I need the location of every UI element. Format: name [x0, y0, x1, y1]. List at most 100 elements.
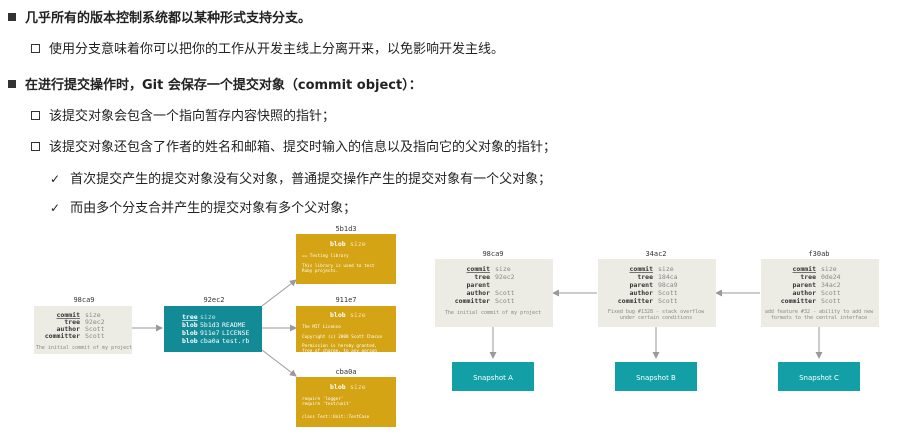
bullet-text: 使用分支意味着你可以把你的工作从开发主线上分离开来，以免影响开发主线。	[49, 42, 505, 57]
bullet-commit-object: 在进行提交操作时，Git 会保存一个提交对象（commit object）：	[8, 77, 422, 95]
blob-line: require 'logger'	[302, 396, 343, 402]
blob-content: The MIT License Copyright (c) 2008 Scott…	[302, 324, 383, 354]
bullet-text: 在进行提交操作时，Git 会保存一个提交对象（commit object）：	[25, 78, 422, 93]
square-bullet-icon	[8, 13, 16, 21]
field-value: Scott	[821, 297, 841, 305]
field-value: 34ac2	[821, 281, 841, 289]
blob-line: Ruby projects.	[302, 268, 338, 274]
blob-hash: cba0a	[335, 368, 356, 376]
snapshot-box	[778, 362, 860, 391]
commit-hash: 34ac2	[645, 250, 666, 258]
blob-line: This library is used to test	[302, 263, 375, 269]
tree-to-blob-arrow	[261, 349, 297, 377]
field-value: Scott	[85, 325, 105, 333]
blob-line: The MIT License	[302, 324, 341, 330]
hollow-square-bullet-icon	[31, 44, 40, 53]
blob-content: require 'logger' require 'test/unit' cla…	[302, 396, 370, 420]
field-key: parent	[793, 281, 817, 289]
bullet-text: 该提交对象会包含一个指向暂存内容快照的指针；	[49, 109, 336, 124]
sub-bullet-isolation: 使用分支意味着你可以把你的工作从开发主线上分离开来，以免影响开发主线。	[31, 41, 504, 59]
commit-fields: commit size tree 92ec2 parent author Sco…	[455, 265, 515, 305]
commit-hash: f30ab	[808, 250, 829, 258]
snapshot-box	[615, 362, 697, 391]
commit-fields: commit size tree 0de24 parent 34ac2 auth…	[781, 265, 841, 305]
commit-fields: commit size tree 184ca parent 98ca9 auth…	[618, 265, 678, 305]
check-item-merge-commit: ✓而由多个分支合并产生的提交对象有多个父对象；	[50, 199, 356, 218]
field-key: committer	[455, 297, 490, 305]
snapshot-label: Snapshot C	[799, 374, 839, 382]
blob-line: require 'test/unit'	[302, 401, 351, 407]
field-key: commit	[793, 265, 817, 273]
field-key: committer	[618, 297, 653, 305]
field-value: Scott	[658, 297, 678, 305]
right-diagram: 98ca9 commit size tree 92ec2 parent auth…	[435, 250, 879, 391]
field-key: author	[630, 289, 654, 297]
tree-entry-hash: 911e7	[200, 329, 220, 337]
field-key: tree	[474, 273, 490, 281]
field-value: 92ec2	[85, 318, 105, 326]
field-key: tree	[800, 273, 816, 281]
tree-entry-type: blob	[182, 337, 198, 345]
blob-line: class Test::Unit::TestCase	[302, 414, 370, 420]
tree-entry-hash: 5b1d3	[200, 321, 220, 329]
commit-hash: 98ca9	[73, 296, 94, 304]
tree-entry-name: README	[222, 321, 246, 329]
tree-key: tree	[182, 313, 198, 321]
commit-box	[598, 259, 716, 327]
field-key: author	[467, 289, 491, 297]
blob-hash: 5b1d3	[335, 225, 356, 233]
blob-key: blob	[330, 240, 346, 248]
blob-box	[296, 234, 396, 284]
blob-hash: 911e7	[335, 296, 356, 304]
field-value: Scott	[85, 332, 105, 340]
field-key: committer	[781, 297, 816, 305]
commit-box	[435, 259, 553, 327]
field-key: tree	[637, 273, 653, 281]
field-value: size	[85, 311, 101, 319]
tree-box	[164, 306, 262, 352]
blob-content: == Testing library This library is used …	[302, 253, 375, 274]
field-key: parent	[467, 281, 491, 289]
bullet-text: 首次提交产生的提交对象没有父对象，普通提交操作产生的提交对象有一个父对象；	[70, 172, 552, 187]
commit-box	[34, 306, 132, 354]
commit-message: The initial commit of my project	[36, 345, 132, 351]
field-key: tree	[64, 318, 80, 326]
sub-bullet-snapshot-pointer: 该提交对象会包含一个指向暂存内容快照的指针；	[31, 108, 335, 126]
field-value: Scott	[658, 289, 678, 297]
field-key: parent	[630, 281, 654, 289]
blob-line: free of charge, to any person	[302, 348, 377, 354]
blob-line: Copyright (c) 2008 Scott Chacon	[302, 334, 383, 340]
square-bullet-icon	[8, 80, 16, 88]
blob-key: blob	[330, 383, 346, 391]
tree-entry-type: blob	[182, 321, 198, 329]
tree-to-blob-arrow	[261, 279, 297, 307]
snapshot-label: Snapshot A	[473, 374, 513, 382]
blob-box	[296, 306, 396, 352]
field-key: committer	[45, 332, 80, 340]
tree-size: size	[200, 313, 216, 321]
bullet-text: 该提交对象还包含了作者的姓名和邮箱、提交时输入的信息以及指向它的父对象的指针；	[49, 140, 557, 155]
field-key: author	[57, 325, 81, 333]
field-key: commit	[467, 265, 491, 273]
tree-entry-type: blob	[182, 329, 198, 337]
field-value: Scott	[821, 289, 841, 297]
blob-line: Permission is hereby granted,	[302, 343, 377, 349]
blob-box	[296, 377, 396, 427]
blob-key: blob	[330, 311, 346, 319]
field-value: Scott	[495, 289, 515, 297]
tree-hash: 92ec2	[203, 296, 224, 304]
field-key: commit	[630, 265, 654, 273]
left-diagram: 98ca9 commit size tree 92ec2 author Scot…	[34, 225, 396, 427]
snapshot-box	[452, 362, 534, 391]
blob-size: size	[350, 240, 366, 248]
bullet-text: 而由多个分支合并产生的提交对象有多个父对象；	[70, 201, 357, 216]
check-item-first-commit: ✓首次提交产生的提交对象没有父对象，普通提交操作产生的提交对象有一个父对象；	[50, 170, 551, 189]
commit-message: formats to the central interface	[771, 315, 867, 321]
commit-message: The initial commit of my project	[445, 310, 541, 316]
tree-entry-name: LICENSE	[222, 329, 249, 337]
blob-line: == Testing library	[302, 253, 349, 259]
commit-message: under certain conditions	[620, 315, 692, 321]
tree-entry-name: test.rb	[222, 337, 249, 345]
field-value: size	[821, 265, 837, 273]
